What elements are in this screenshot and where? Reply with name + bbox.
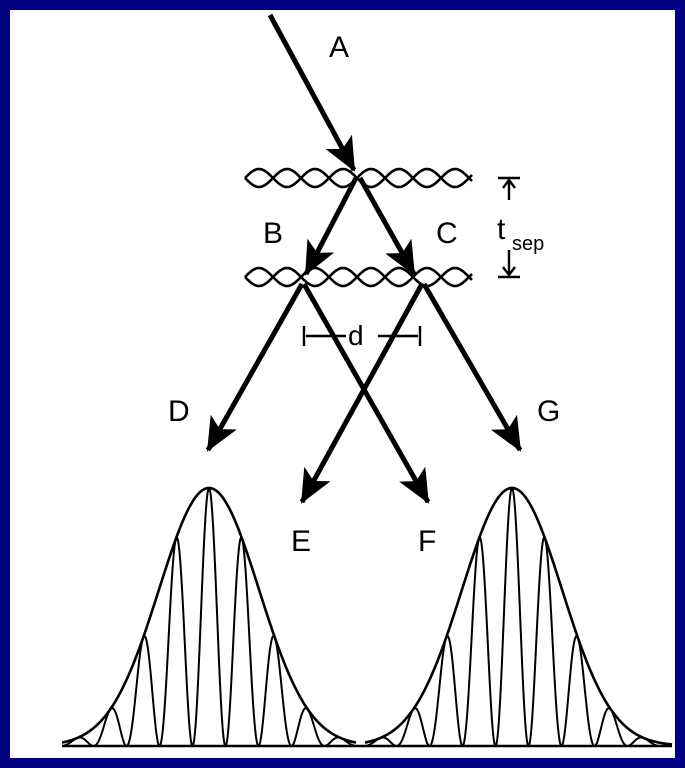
beam-a-arrow xyxy=(267,13,357,172)
white-panel xyxy=(10,10,675,758)
beam-e-arrow xyxy=(299,282,425,504)
beam-g-arrow xyxy=(421,282,523,452)
beam-c-arrow xyxy=(357,176,417,276)
label-a: A xyxy=(329,31,349,64)
label-f: F xyxy=(418,525,436,558)
label-t: t xyxy=(497,213,506,246)
bottom-beamsplitter-layer xyxy=(244,266,473,288)
d-bracket xyxy=(302,326,422,346)
label-d-distance: d xyxy=(348,320,364,351)
beam-d-arrow xyxy=(205,282,305,452)
t-sep-bracket xyxy=(498,176,520,279)
label-c: C xyxy=(436,217,458,250)
label-g: G xyxy=(537,395,560,428)
label-e: E xyxy=(291,525,311,558)
beam-b-arrow xyxy=(303,176,359,276)
label-b: B xyxy=(263,217,283,250)
top-beamsplitter-layer xyxy=(244,167,473,189)
beam-f-arrow xyxy=(301,282,431,504)
label-d: D xyxy=(168,395,190,428)
label-t-sep-subscript: sep xyxy=(512,233,544,255)
right-wave-packet xyxy=(364,486,673,748)
left-wave-packet xyxy=(61,486,357,748)
